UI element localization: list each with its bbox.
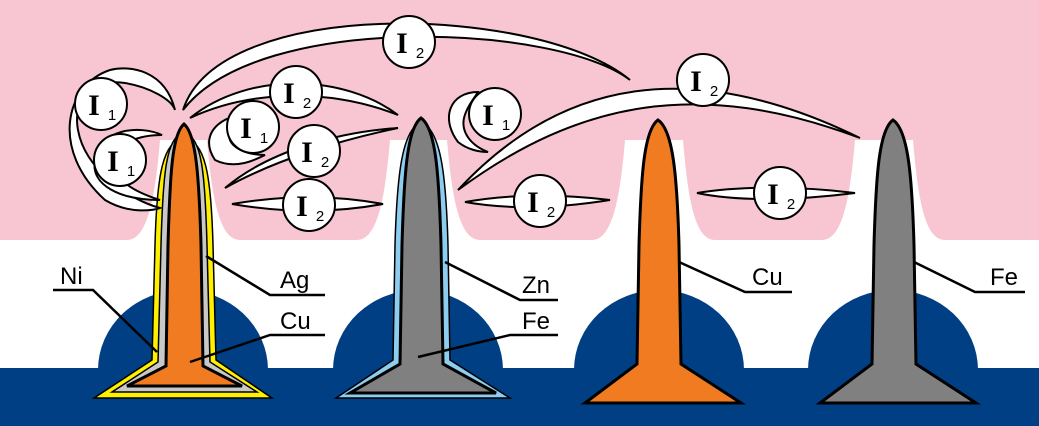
svg-text:I: I — [240, 112, 252, 145]
iodine-i1-low-left: I 1 — [93, 133, 147, 187]
label-cu-plain: Cu — [752, 264, 783, 291]
copper-core-1 — [126, 122, 243, 388]
leader-lines — [53, 254, 1025, 364]
svg-text:2: 2 — [316, 208, 324, 225]
trail-i2-long — [457, 87, 861, 191]
label-cu-coated: Cu — [280, 308, 311, 335]
svg-text:1: 1 — [260, 130, 268, 147]
trail-i2-mid-a — [189, 82, 399, 119]
leader-fe-plain — [913, 260, 1025, 294]
label-fe-coated: Fe — [522, 308, 550, 335]
label-fe-plain: Fe — [990, 264, 1018, 291]
iodine-i2-gap-1: I 2 — [513, 174, 567, 228]
svg-text:I: I — [482, 99, 494, 132]
svg-text:I: I — [396, 27, 408, 60]
svg-text:1: 1 — [108, 107, 116, 124]
svg-text:2: 2 — [547, 204, 555, 221]
leader-ni — [53, 288, 158, 353]
iodine-i2-top: I 2 — [382, 15, 436, 69]
spike-fe-zn — [333, 116, 513, 399]
iodine-i2-right-top: I 2 — [676, 53, 730, 107]
svg-text:2: 2 — [416, 45, 424, 62]
svg-text:1: 1 — [502, 117, 510, 134]
svg-text:I: I — [301, 136, 313, 169]
svg-text:1: 1 — [127, 163, 135, 180]
label-ni: Ni — [60, 263, 83, 290]
leader-zn — [444, 260, 558, 302]
spike-cu-plain — [580, 118, 747, 405]
svg-text:I: I — [690, 65, 702, 98]
svg-text:I: I — [296, 190, 308, 223]
svg-text:I: I — [88, 89, 100, 122]
svg-text:2: 2 — [787, 196, 795, 213]
svg-text:2: 2 — [321, 154, 329, 171]
trail-i2-top — [182, 22, 631, 111]
label-ag: Ag — [280, 267, 309, 294]
iodine-i1-left: I 1 — [74, 77, 128, 131]
trail-i1-right — [448, 90, 489, 153]
trail-i2-mid-b — [224, 127, 399, 189]
iodine-i1-center: I 1 — [226, 100, 280, 154]
spike-cu-ni-ag — [91, 122, 275, 399]
leader-ag — [205, 254, 325, 297]
svg-text:2: 2 — [303, 95, 311, 112]
svg-text:I: I — [107, 145, 119, 178]
iodine-i2-center: I 2 — [287, 124, 341, 178]
spike-fe-plain — [815, 118, 982, 405]
leader-cu-plain — [678, 260, 792, 294]
svg-text:I: I — [283, 77, 295, 110]
iodine-i1-right: I 1 — [468, 87, 522, 141]
iodine-i2-upper-mid: I 2 — [269, 65, 323, 119]
leader-cu-coated — [189, 333, 325, 364]
iodine-i2-gap-2: I 2 — [753, 166, 807, 220]
leader-fe-coated — [417, 333, 558, 359]
label-zn: Zn — [522, 272, 550, 299]
iodine-trails — [68, 22, 861, 212]
svg-text:2: 2 — [710, 83, 718, 100]
svg-text:I: I — [767, 178, 779, 211]
iron-core-2 — [344, 116, 497, 395]
svg-text:I: I — [527, 186, 539, 219]
iodine-i2-lower: I 2 — [282, 178, 336, 232]
